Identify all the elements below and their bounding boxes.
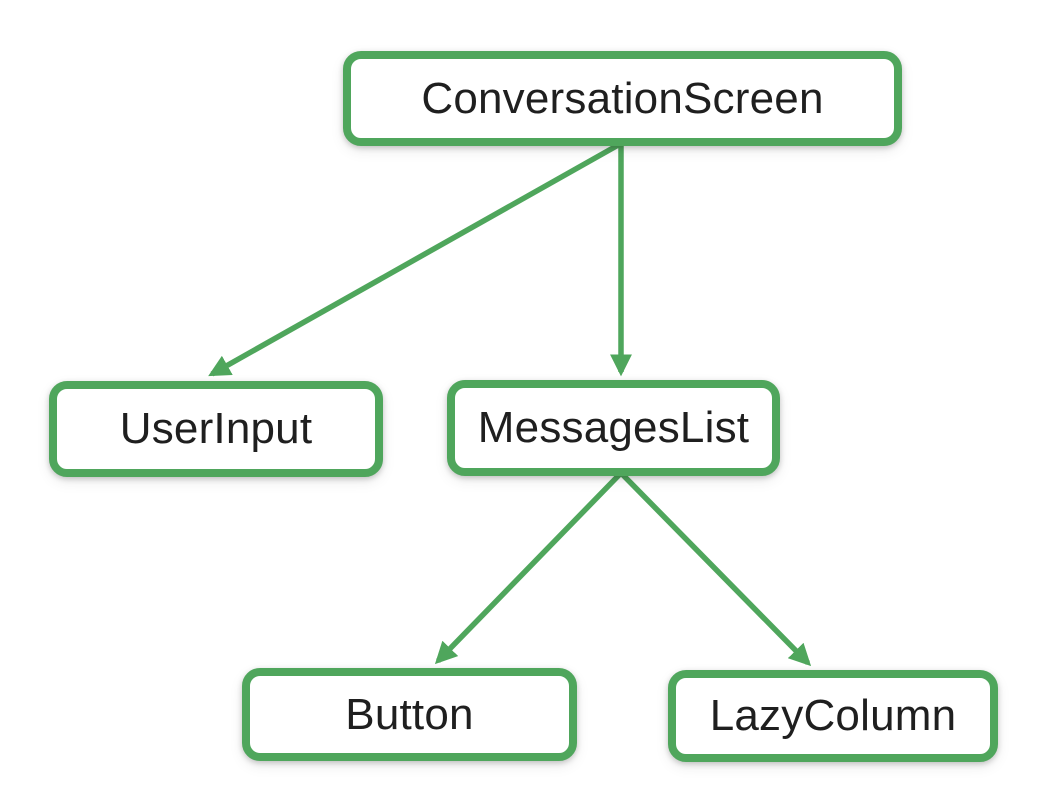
node-messages-list: MessagesList	[447, 380, 780, 476]
node-label: ConversationScreen	[421, 73, 824, 123]
node-label: LazyColumn	[709, 691, 957, 740]
node-lazy-column: LazyColumn	[668, 670, 998, 762]
edge-messageslist-button	[434, 472, 622, 665]
node-button: Button	[242, 668, 577, 761]
node-conversation-screen: ConversationScreen	[343, 51, 902, 146]
node-label: Button	[345, 689, 474, 739]
edge-conversationscreen-userinput	[208, 141, 622, 377]
edge-messageslist-lazycolumn	[620, 472, 812, 667]
node-user-input: UserInput	[49, 381, 383, 477]
node-label: MessagesList	[477, 403, 750, 452]
node-label: UserInput	[119, 404, 313, 453]
